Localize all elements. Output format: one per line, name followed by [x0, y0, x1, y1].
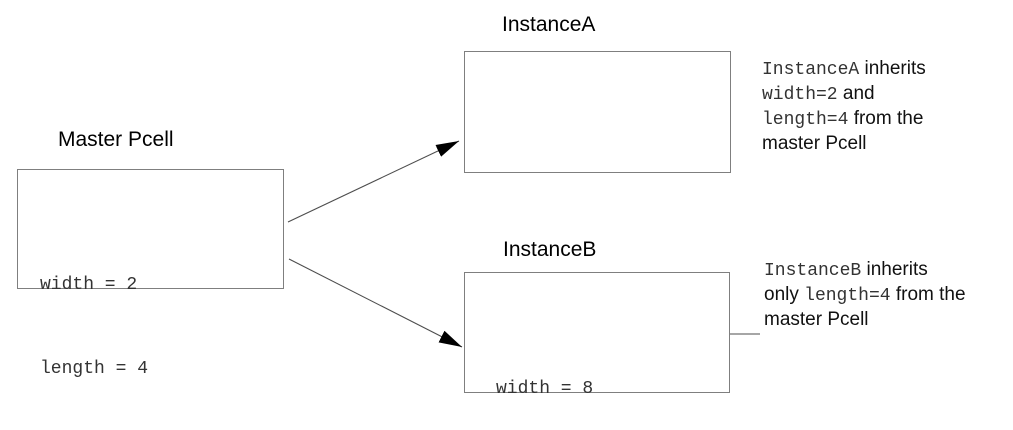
note-text: and — [837, 83, 875, 104]
note-text: inherits — [861, 259, 928, 280]
param-width: width = 2 — [40, 275, 138, 295]
note-line: InstanceA inherits — [762, 57, 987, 82]
note-text: from the — [890, 284, 966, 305]
note-code: length=4 — [804, 286, 891, 306]
arrow-master-to-instance-b-icon — [288, 258, 463, 348]
note-text: master Pcell — [762, 133, 867, 154]
instance-b-params: width = 8 — [496, 319, 593, 430]
note-code: width=2 — [762, 85, 838, 105]
instance-b-box: width = 8 — [464, 272, 730, 399]
note-text: from the — [848, 108, 924, 129]
param-length: length = 4 — [40, 359, 149, 379]
note-code: InstanceB — [764, 261, 862, 281]
note-text: only — [764, 284, 805, 305]
note-text: master Pcell — [764, 309, 869, 330]
note-line: length=4 from the — [762, 107, 987, 132]
instance-b-label: InstanceB — [503, 238, 597, 261]
note-line: master Pcell — [764, 308, 989, 332]
note-line: width=2 and — [762, 82, 987, 107]
param-width: width = 8 — [496, 379, 594, 399]
instance-b-note: InstanceB inherits only length=4 from th… — [764, 258, 989, 332]
master-pcell-box: width = 2 length = 4 — [17, 169, 284, 379]
note-code: length=4 — [762, 110, 849, 130]
note-line: only length=4 from the — [764, 283, 989, 308]
note-line: InstanceB inherits — [764, 258, 989, 283]
instance-a-label: InstanceA — [502, 13, 596, 36]
instance-a-box — [464, 51, 731, 173]
master-pcell-label: Master Pcell — [58, 128, 174, 151]
instance-a-note: InstanceA inherits width=2 and length=4 … — [762, 57, 987, 156]
note-text: inherits — [859, 58, 926, 79]
note-code: InstanceA — [762, 60, 860, 80]
note-line: master Pcell — [762, 132, 987, 156]
master-pcell-params: width = 2 length = 4 — [40, 215, 148, 430]
arrow-master-to-instance-a-icon — [287, 140, 460, 223]
